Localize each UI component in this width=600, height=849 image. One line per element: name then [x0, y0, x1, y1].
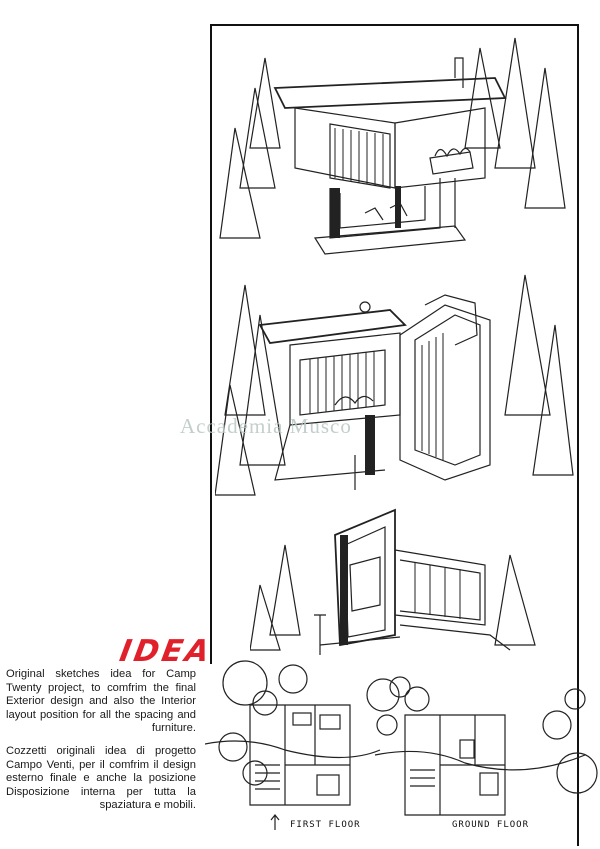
ground-floor-label: GROUND FLOOR — [452, 820, 530, 830]
frame-top-line — [210, 24, 579, 26]
frame-left-line — [210, 24, 212, 664]
floor-plans-sketch — [205, 660, 598, 830]
watermark: Accademia Musco — [180, 414, 352, 438]
sketch-house-middle — [215, 274, 574, 496]
idea-title: IDEA — [116, 634, 215, 669]
description-italian: Cozzetti originali idea di progetto Camp… — [6, 745, 196, 812]
sketch-house-lower — [250, 508, 536, 655]
description-english: Original sketches idea for Camp Twenty p… — [6, 668, 196, 735]
first-floor-label: FIRST FLOOR — [290, 820, 361, 830]
sketch-house-elevated — [219, 37, 566, 255]
frame-right-line — [577, 24, 579, 846]
